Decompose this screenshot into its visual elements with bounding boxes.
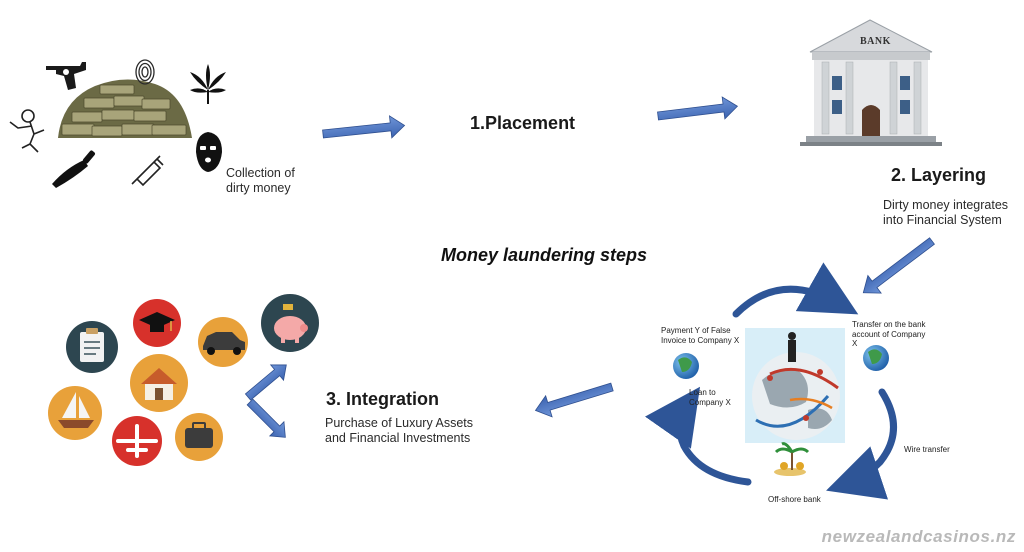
piggy-bank-icon bbox=[261, 294, 319, 352]
transfer-label-line: account of Company bbox=[852, 329, 926, 339]
payment-label: Payment Y of False Invoice to Company X bbox=[661, 326, 739, 345]
diagram-title: Money laundering steps bbox=[441, 245, 648, 265]
collection-caption-line: Collection of bbox=[226, 166, 295, 180]
payment-label-line: Payment Y of False bbox=[661, 326, 731, 335]
layering-description-line: Dirty money integrates bbox=[883, 198, 1009, 212]
chalk-outline-icon bbox=[9, 109, 45, 153]
money-pile-image bbox=[58, 79, 192, 138]
fingerprint-icon bbox=[135, 59, 155, 85]
step-integration-label: 3. Integration bbox=[326, 389, 440, 409]
world-map-image bbox=[745, 328, 845, 443]
loan-label-line: Loan to bbox=[689, 388, 716, 397]
step-placement-label: 1.Placement bbox=[470, 113, 576, 133]
clipboard-icon bbox=[66, 321, 118, 373]
layering-description: Dirty money integrates into Financial Sy… bbox=[883, 198, 1008, 228]
knife-icon bbox=[52, 150, 95, 188]
offshore-bank-label: Off-shore bank bbox=[768, 495, 821, 504]
arrow-placement-to-layering bbox=[657, 96, 739, 121]
integration-description-line: and Financial Investments bbox=[325, 431, 471, 445]
integration-description-line: Purchase of Luxury Assets bbox=[325, 416, 473, 430]
offshore-island-icon bbox=[774, 442, 810, 476]
step-layering-label: 2. Layering bbox=[891, 165, 987, 185]
suitcase-icon bbox=[175, 413, 223, 461]
globe-left-icon bbox=[673, 353, 699, 379]
arrow-collection-to-placement bbox=[322, 115, 406, 139]
arrow-layering-to-cycle bbox=[862, 237, 935, 294]
syringe-icon bbox=[131, 155, 164, 187]
transfer-label-line: X bbox=[852, 339, 858, 348]
wire-transfer-label: Wire transfer bbox=[904, 445, 950, 454]
airplane-icon bbox=[112, 416, 162, 466]
layering-description-line: into Financial System bbox=[883, 213, 1002, 227]
loan-label: Loan to Company X bbox=[689, 388, 731, 407]
double-arrow-integration-assets bbox=[244, 364, 287, 438]
ski-mask-icon bbox=[196, 132, 222, 172]
cannabis-leaf-icon bbox=[190, 64, 226, 104]
layering-cycle-arrows bbox=[644, 262, 897, 500]
bank-sign: BANK bbox=[860, 36, 891, 47]
transfer-label-line: Transfer on the bank bbox=[852, 320, 926, 329]
arrow-cycle-to-integration bbox=[534, 382, 614, 418]
car-icon bbox=[198, 317, 248, 367]
collection-caption-line: dirty money bbox=[226, 181, 291, 195]
watermark: newzealandcasinos.nz bbox=[821, 527, 1016, 546]
revolver-icon bbox=[46, 62, 86, 90]
globe-right-icon bbox=[863, 345, 889, 371]
transfer-label: Transfer on the bank account of Company … bbox=[852, 320, 926, 349]
integration-description: Purchase of Luxury Assets and Financial … bbox=[325, 416, 473, 446]
house-icon bbox=[130, 354, 188, 412]
payment-label-line: Invoice to Company X bbox=[661, 335, 740, 345]
bank-building-image bbox=[800, 19, 942, 146]
collection-caption: Collection of dirty money bbox=[226, 166, 295, 196]
loan-label-line: Company X bbox=[689, 397, 731, 407]
graduation-cap-icon bbox=[133, 299, 181, 347]
sailboat-icon bbox=[48, 386, 102, 440]
